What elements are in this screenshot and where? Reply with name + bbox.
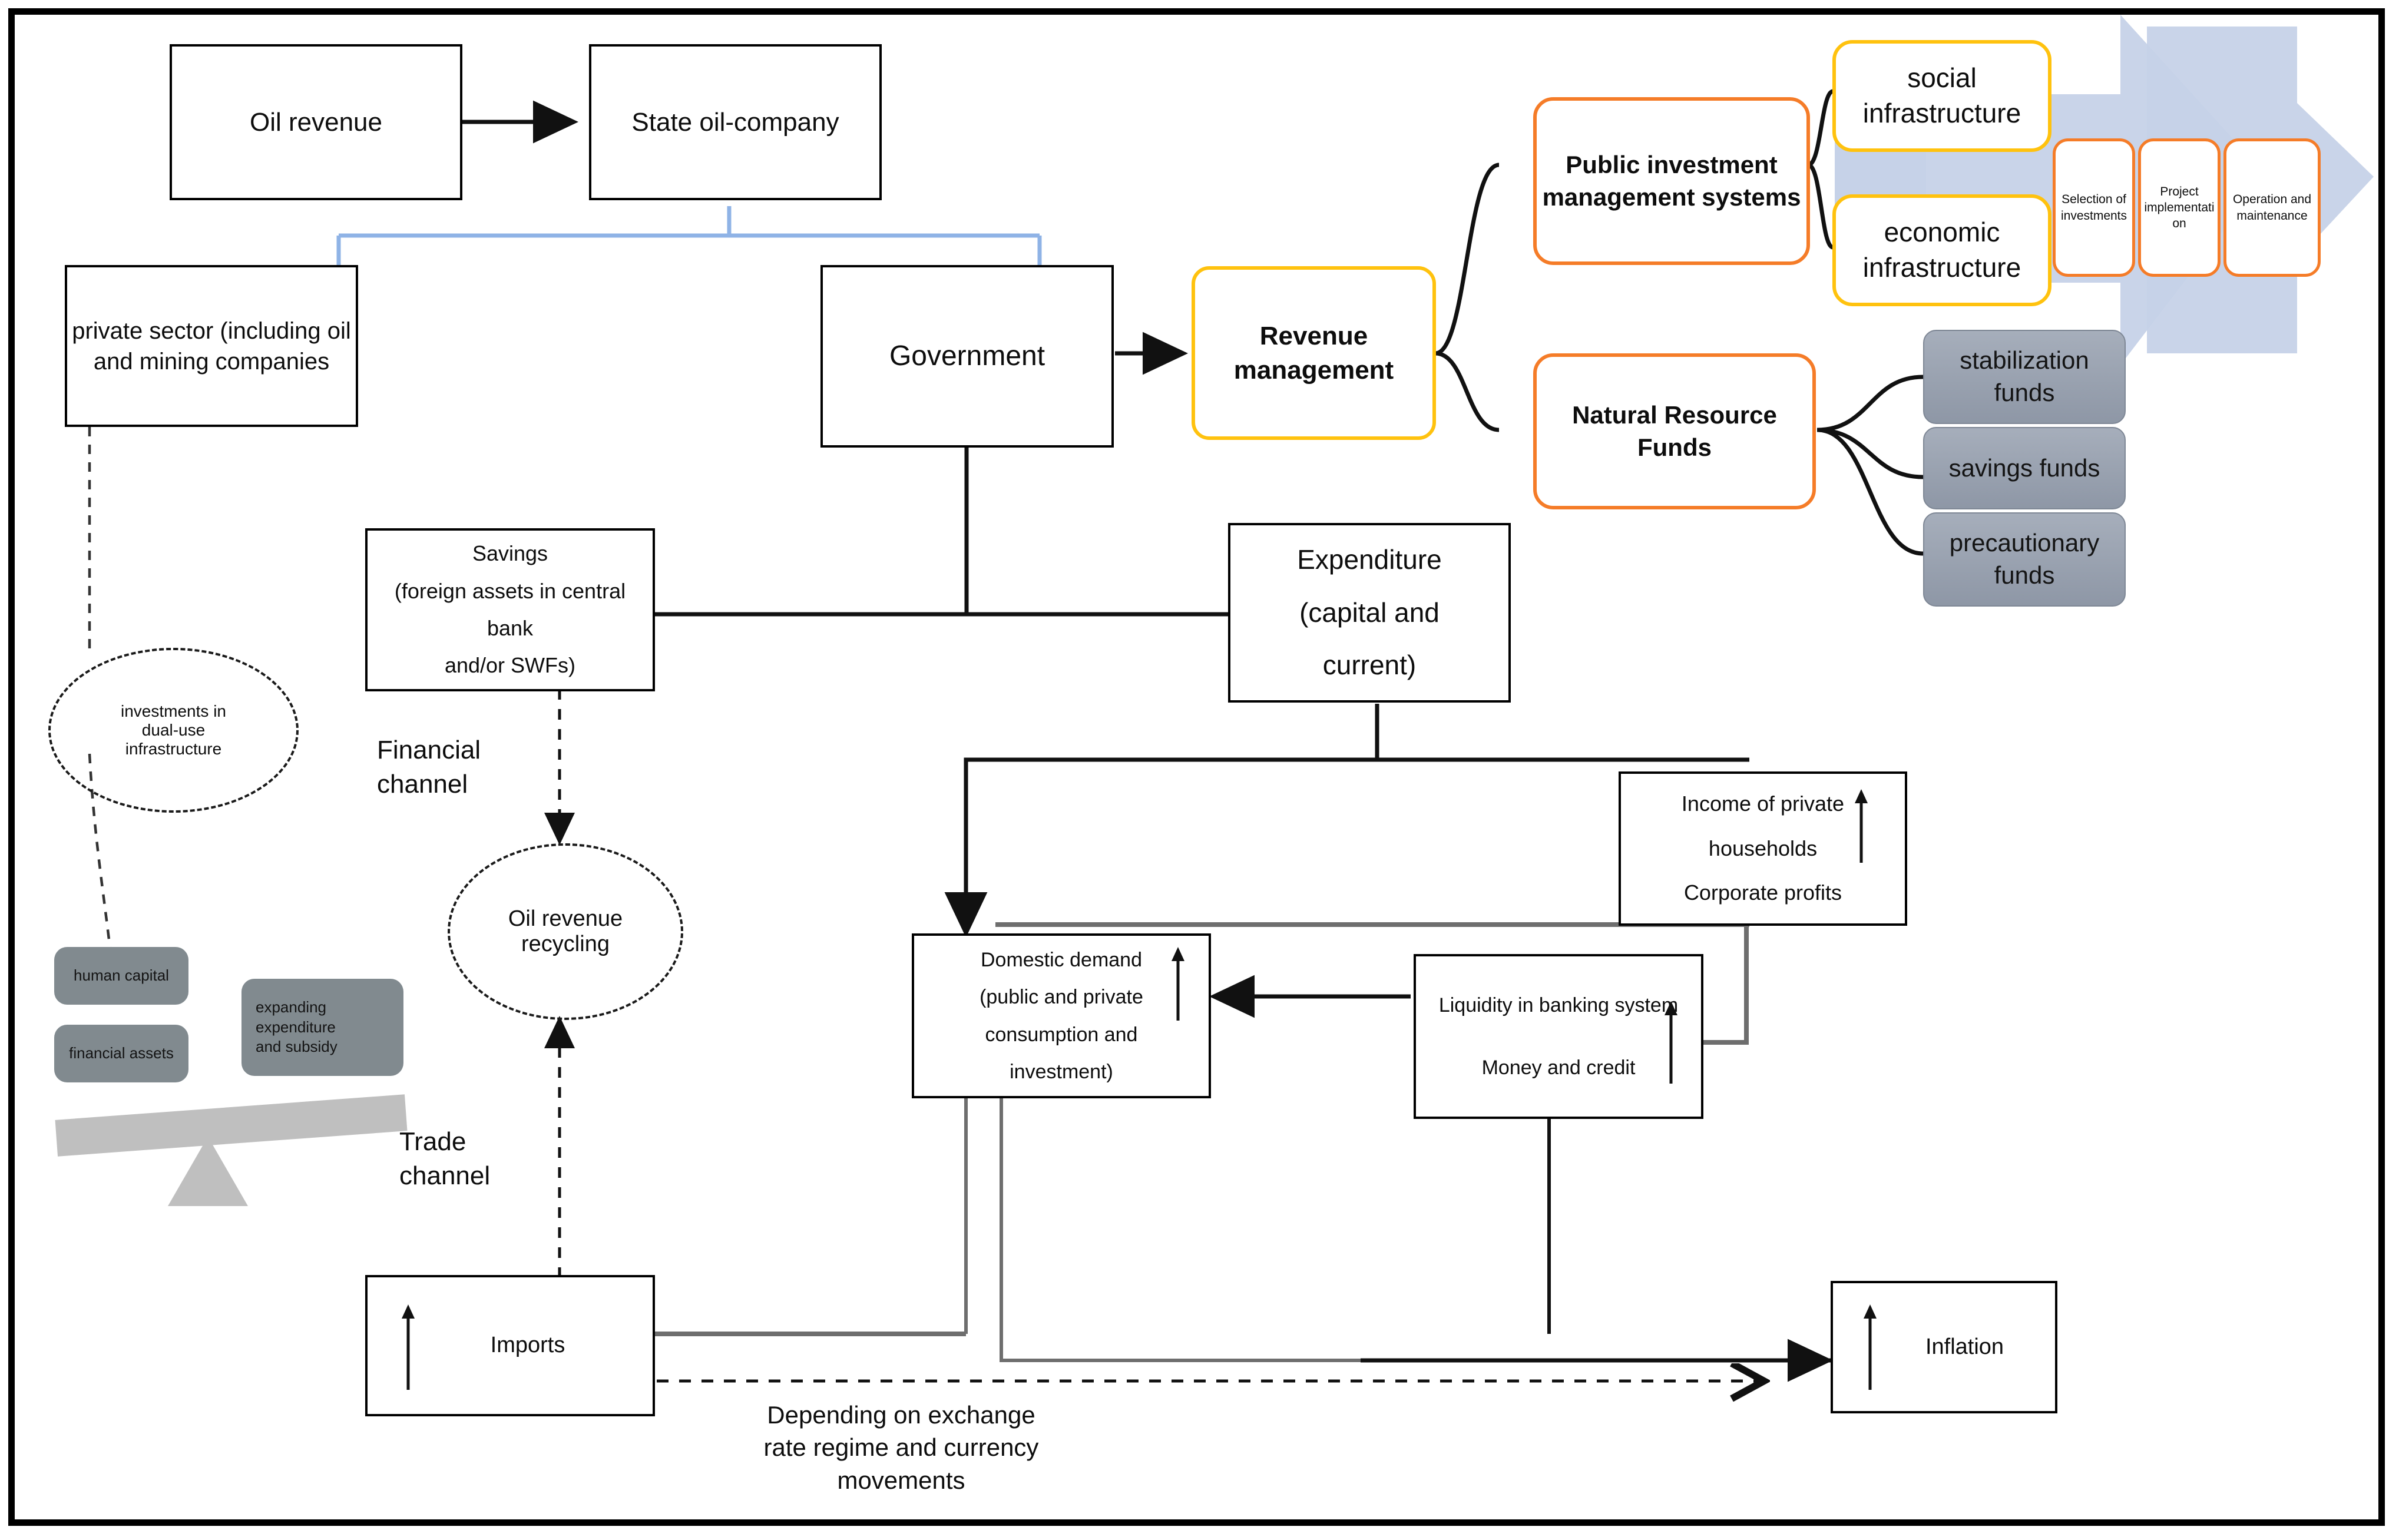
node-income-private-households[interactable]: Income of private households Corporate p… <box>1619 771 1907 926</box>
inflation-up-arrow-icon <box>1864 1304 1877 1390</box>
exchange-note-label-3: movements <box>837 1466 965 1494</box>
node-expanding-expenditure-and-subsidy[interactable]: expanding expenditure and subsidy <box>241 979 403 1076</box>
income-up-arrow-icon <box>1855 789 1868 863</box>
pim-label-1: Public investment <box>1566 150 1778 178</box>
node-revenue-management[interactable]: Revenue management <box>1192 266 1436 440</box>
exchange-note-label-1: Depending on exchange <box>767 1401 1035 1429</box>
income-label-1: Income of private <box>1681 791 1845 816</box>
node-financial-assets[interactable]: financial assets <box>54 1025 188 1082</box>
expenditure-label-2: (capital and <box>1299 597 1440 628</box>
precautionary-funds-label-1: precautionary <box>1949 529 2100 557</box>
node-savings[interactable]: Savings (foreign assets in central bank … <box>365 528 655 691</box>
trade-channel-label-2: channel <box>399 1161 491 1191</box>
stabilization-funds-label-2: funds <box>1994 379 2055 406</box>
node-selection-of-investments[interactable]: Selection of investments <box>2053 138 2135 277</box>
node-imports[interactable]: Imports <box>365 1275 655 1416</box>
economic-infrastructure-label-2: infrastructure <box>1862 252 2021 283</box>
oil-recycling-label-1: Oil revenue <box>508 906 623 931</box>
node-operation-and-maintenance[interactable]: Operation and maintenance <box>2223 138 2321 277</box>
label-trade-channel: Trade channel <box>399 1125 594 1193</box>
label-financial-channel: Financial channel <box>377 733 571 802</box>
financial-channel-label-1: Financial <box>377 736 481 764</box>
node-economic-infrastructure[interactable]: economic infrastructure <box>1832 194 2051 306</box>
exchange-note-label-2: rate regime and currency <box>763 1433 1039 1462</box>
diagram-border-frame <box>8 8 2385 1526</box>
operation-label-2: maintenance <box>2236 208 2308 223</box>
revenue-management-label-2: management <box>1233 355 1394 385</box>
node-savings-funds[interactable]: savings funds <box>1923 427 2126 509</box>
savings-label-1: Savings <box>472 541 548 566</box>
node-government[interactable]: Government <box>820 265 1114 448</box>
project-impl-label-3: on <box>2172 217 2186 231</box>
node-liquidity-banking-system[interactable]: Liquidity in banking system Money and cr… <box>1414 954 1703 1119</box>
node-natural-resource-funds[interactable]: Natural Resource Funds <box>1533 353 1816 509</box>
domestic-demand-label-4: investment) <box>1010 1060 1113 1083</box>
stabilization-funds-label-1: stabilization <box>1960 346 2089 375</box>
node-social-infrastructure[interactable]: social infrastructure <box>1832 40 2051 152</box>
node-human-capital[interactable]: human capital <box>54 947 188 1005</box>
operation-label-1: Operation and <box>2232 193 2312 207</box>
dual-use-label-2: dual-use <box>141 721 206 739</box>
node-public-investment-management-systems[interactable]: Public investment management systems <box>1533 97 1810 265</box>
trade-channel-label-1: Trade <box>399 1127 466 1156</box>
selection-label-1: Selection of <box>2062 193 2126 207</box>
node-project-implementation[interactable]: Project implementati on <box>2138 138 2221 277</box>
dual-use-label-3: infrastructure <box>125 740 222 758</box>
expenditure-label-3: current) <box>1322 649 1417 680</box>
node-domestic-demand[interactable]: Domestic demand (public and private cons… <box>912 933 1211 1098</box>
income-label-2: households <box>1708 836 1818 860</box>
seesaw-fulcrum <box>168 1137 248 1206</box>
nrf-label-2: Funds <box>1637 433 1712 461</box>
node-precautionary-funds[interactable]: precautionary funds <box>1923 512 2126 607</box>
private-sector-label-1: private sector (including oil <box>72 317 351 344</box>
node-stabilization-funds[interactable]: stabilization funds <box>1923 330 2126 424</box>
financial-assets-label: financial assets <box>69 1044 174 1062</box>
liquidity-up-arrow-icon <box>1665 1001 1677 1084</box>
government-label: Government <box>889 340 1045 372</box>
human-capital-label: human capital <box>74 966 169 985</box>
domestic-demand-label-3: consumption and <box>985 1023 1138 1046</box>
dual-use-label-1: investments in <box>121 702 226 720</box>
revenue-management-label-1: Revenue <box>1259 322 1368 351</box>
inflation-label: Inflation <box>1925 1334 2004 1359</box>
imports-label: Imports <box>490 1333 565 1358</box>
domestic-demand-label-2: (public and private <box>980 986 1143 1009</box>
node-inflation[interactable]: Inflation <box>1831 1281 2057 1413</box>
expanding-label-1: expanding <box>256 998 326 1016</box>
precautionary-funds-label-2: funds <box>1994 561 2055 589</box>
economic-infrastructure-label-1: economic <box>1884 217 2000 248</box>
domestic-demand-label-1: Domestic demand <box>980 949 1142 972</box>
savings-label-4: and/or SWFs) <box>444 653 576 677</box>
node-state-oil-company[interactable]: State oil-company <box>589 44 882 200</box>
node-expenditure[interactable]: Expenditure (capital and current) <box>1228 523 1511 703</box>
savings-label-2: (foreign assets in central <box>394 578 626 603</box>
oil-revenue-label: Oil revenue <box>249 107 382 137</box>
domestic-demand-up-arrow-icon <box>1172 947 1184 1021</box>
liquidity-label-1: Liquidity in banking system <box>1438 994 1679 1017</box>
expanding-label-2: expenditure <box>256 1018 336 1036</box>
private-sector-label-2: and mining companies <box>93 348 330 375</box>
pim-label-2: management systems <box>1542 183 1801 211</box>
oil-recycling-label-2: recycling <box>521 932 610 956</box>
social-infrastructure-label-1: social <box>1907 62 1977 94</box>
income-label-3: Corporate profits <box>1683 880 1842 905</box>
node-investments-dual-use-infrastructure[interactable]: investments in dual-use infrastructure <box>48 648 299 813</box>
nrf-label-1: Natural Resource <box>1572 400 1777 429</box>
project-impl-label-1: Project <box>2160 184 2199 198</box>
state-oil-company-label: State oil-company <box>631 107 839 137</box>
expanding-label-3: and subsidy <box>256 1038 337 1056</box>
project-impl-label-2: implementati <box>2144 200 2215 214</box>
savings-funds-label: savings funds <box>1948 453 2100 482</box>
node-oil-revenue-recycling[interactable]: Oil revenue recycling <box>448 843 683 1020</box>
social-infrastructure-label-2: infrastructure <box>1862 98 2021 128</box>
savings-label-3: bank <box>487 615 534 640</box>
expenditure-label-1: Expenditure <box>1297 544 1442 575</box>
node-oil-revenue[interactable]: Oil revenue <box>170 44 462 200</box>
node-private-sector[interactable]: private sector (including oil and mining… <box>65 265 358 427</box>
imports-up-arrow-icon <box>402 1304 415 1390</box>
selection-label-2: investments <box>2060 208 2127 223</box>
liquidity-label-2: Money and credit <box>1481 1056 1636 1079</box>
label-exchange-rate-note: Depending on exchange rate regime and cu… <box>666 1399 1137 1496</box>
financial-channel-label-2: channel <box>377 770 468 799</box>
